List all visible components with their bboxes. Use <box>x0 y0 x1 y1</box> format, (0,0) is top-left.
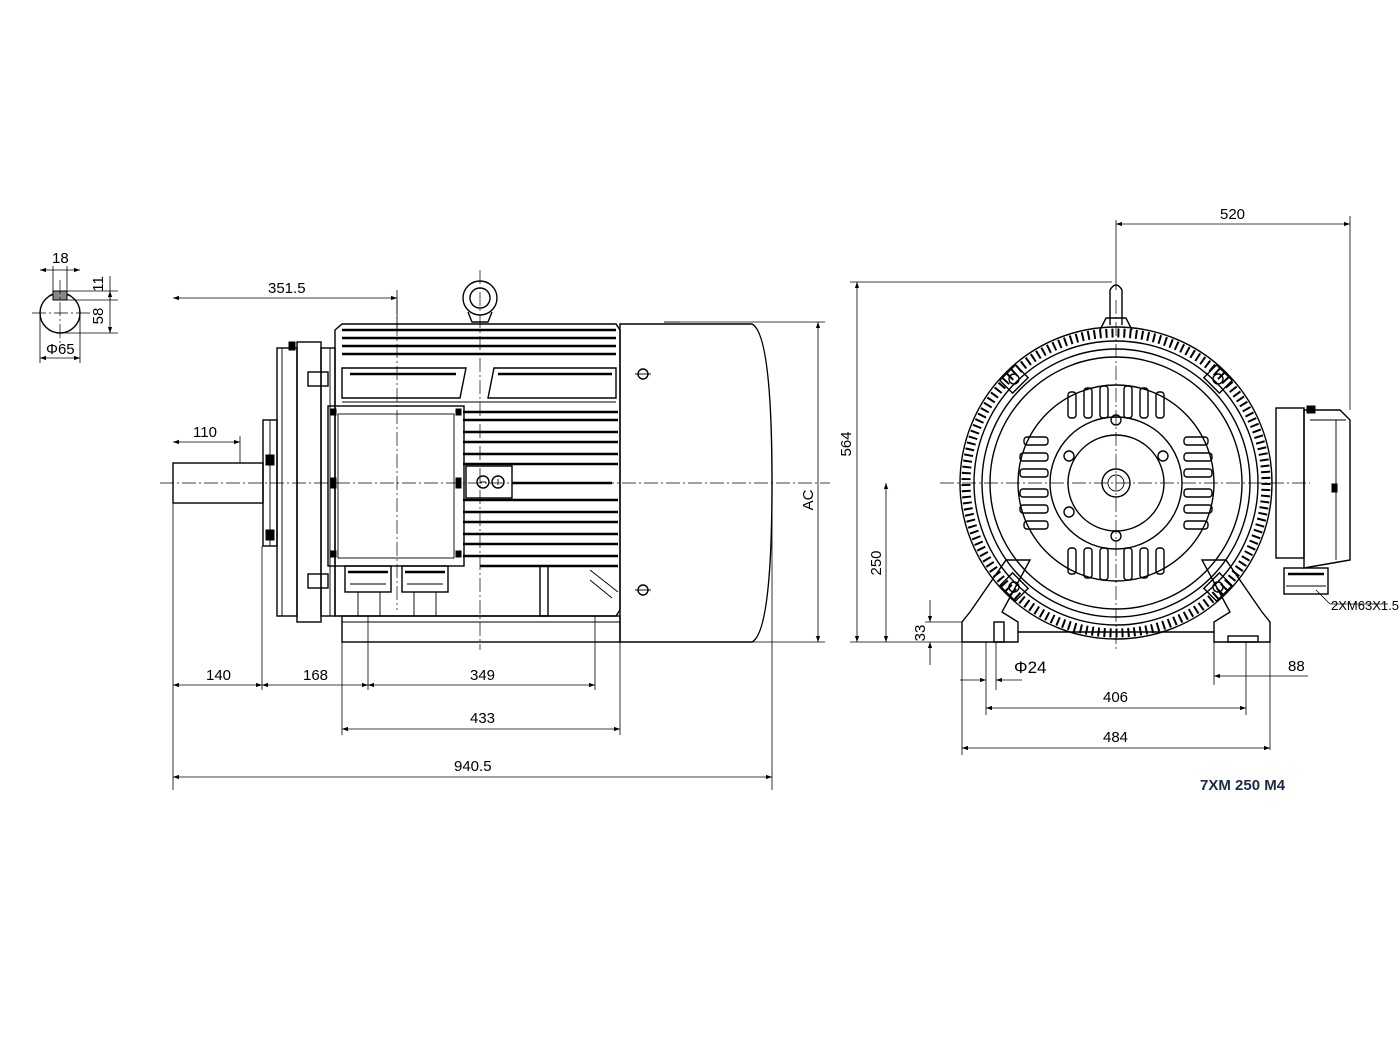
shaft-to-centre-label: 351.5 <box>268 280 306 297</box>
shaft-diameter-label: Φ65 <box>46 341 75 358</box>
foot-hole-diameter-label: Φ24 <box>1014 658 1046 677</box>
foot-width-label: 484 <box>1103 729 1128 746</box>
model-title: 7XM 250 M4 <box>1200 777 1286 794</box>
overall-height-label: 564 <box>838 431 855 456</box>
foot-pad-width-label: 88 <box>1288 658 1305 675</box>
cable-gland-label: 2XM63X1.5 <box>1331 598 1399 613</box>
key-depth-label: 11 <box>90 276 107 292</box>
terminal-width-label: 520 <box>1220 206 1245 223</box>
side-view: 351.5 110 140 168 349 433 940.5 AC <box>160 270 830 790</box>
foot-thickness-label: 33 <box>912 625 929 642</box>
shaft-to-foot-hole-label: 140 <box>206 667 231 684</box>
key-width-label: 18 <box>52 250 69 267</box>
foot-length-label: 433 <box>470 710 495 727</box>
end-view: 2XM63X1.5 520 564 250 33 Φ24 88 406 <box>838 206 1399 755</box>
fan-cover-diameter-label: AC <box>800 489 817 510</box>
foot-hole-span-label: 349 <box>470 667 495 684</box>
overall-length-label: 940.5 <box>454 758 492 775</box>
foot-offset-label: 168 <box>303 667 328 684</box>
side-fins <box>463 410 618 568</box>
shaft-length-label: 110 <box>193 424 217 441</box>
shaft-height-label: 58 <box>90 308 107 325</box>
shaft-section-view: 18 11 58 Φ65 <box>32 250 118 363</box>
shaft-height-label: 250 <box>868 550 885 575</box>
foot-hole-span-label: 406 <box>1103 689 1128 706</box>
fan-grille-slots <box>1019 385 1213 581</box>
